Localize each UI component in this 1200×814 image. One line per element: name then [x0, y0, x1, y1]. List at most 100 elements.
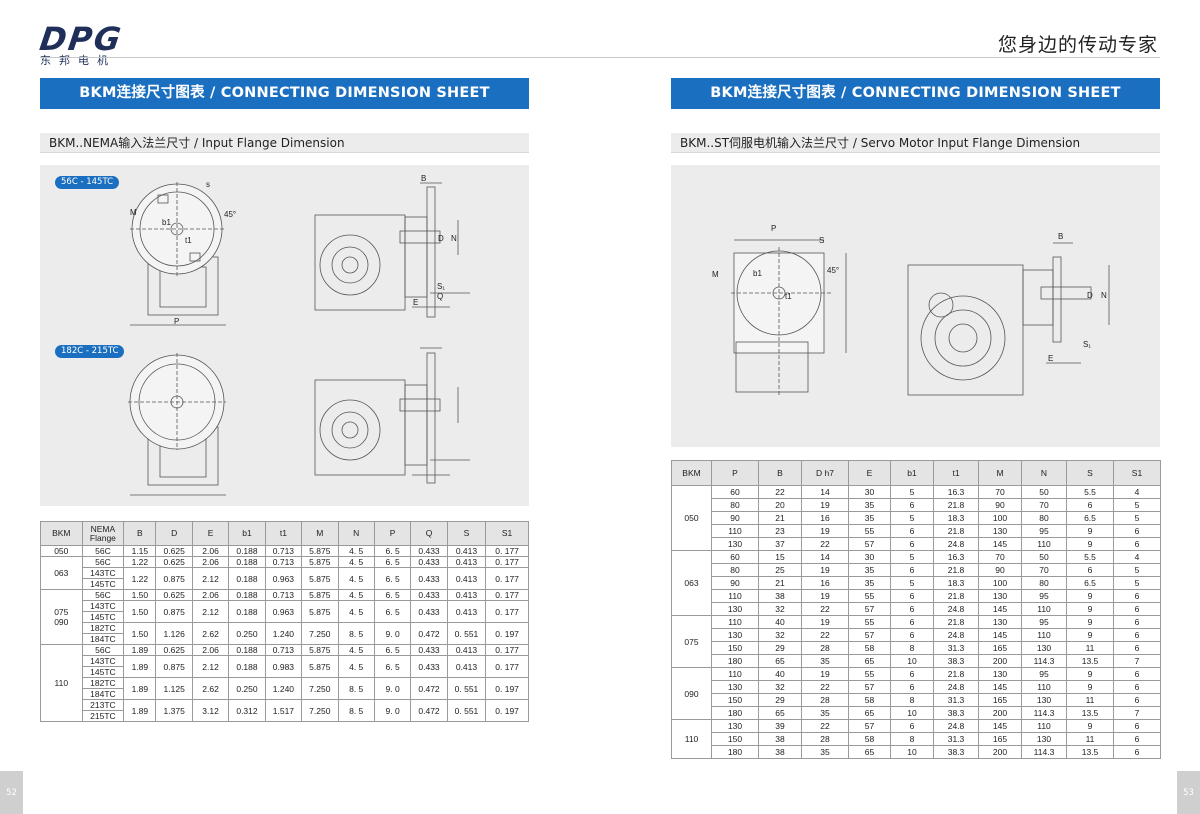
dimension-cell: 0.312 [228, 699, 266, 722]
dimension-cell: 0. 177 [485, 644, 529, 656]
dimension-cell: 24.8 [933, 680, 979, 694]
dimension-cell: 6 [890, 524, 934, 538]
label-e: E [413, 298, 418, 307]
dimension-cell: 10 [890, 654, 934, 668]
dimension-cell: 29 [758, 693, 802, 707]
dimension-cell: 0. 551 [446, 677, 487, 700]
dimension-cell: 130 [1021, 732, 1067, 746]
dimension-cell: 5 [890, 485, 934, 499]
page-number-right: 53 [1177, 771, 1200, 814]
dimension-cell: 0. 177 [485, 589, 529, 601]
dimension-cell: 110 [711, 589, 759, 603]
dimension-cell: 31.3 [933, 732, 979, 746]
dimension-cell: 6 [1113, 732, 1161, 746]
bkm-size-cell: 050 [40, 545, 83, 557]
drawing-tag-182c: 182C - 215TC [55, 345, 125, 358]
dimension-cell: 19 [801, 563, 849, 577]
dimension-cell: 24.8 [933, 628, 979, 642]
flange-cell: 184TC [81, 633, 125, 645]
right-banner: BKM连接尺寸图表 / CONNECTING DIMENSION SHEET [671, 78, 1160, 109]
dimension-cell: 50 [1021, 485, 1067, 499]
dimension-cell: 110 [1021, 602, 1067, 616]
label-s: s [206, 180, 210, 189]
header-rule [40, 57, 1160, 58]
flange-cell: 143TC [81, 567, 125, 579]
dimension-cell: 70 [1021, 498, 1067, 512]
flange-cell: 56C [81, 589, 125, 601]
dimension-cell: 130 [711, 602, 759, 616]
dimension-cell: 6 [1113, 680, 1161, 694]
dimension-cell: 9 [1066, 524, 1114, 538]
dimension-cell: 2.12 [191, 655, 230, 678]
dimension-cell: 130 [711, 680, 759, 694]
column-header: NEMA Flange [81, 521, 125, 546]
dimension-cell: 21.8 [933, 615, 979, 629]
dimension-cell: 4. 5 [337, 600, 375, 623]
dimension-cell: 7 [1113, 706, 1161, 720]
dimension-cell: 2.12 [191, 567, 230, 590]
dimension-cell: 13.5 [1066, 706, 1114, 720]
dimension-cell: 0.713 [264, 589, 303, 601]
dimension-cell: 14 [801, 485, 849, 499]
dimension-cell: 65 [758, 706, 802, 720]
dimension-cell: 21.8 [933, 667, 979, 681]
dimension-cell: 0.413 [446, 600, 487, 623]
bkm-size-cell: 050 [671, 485, 712, 551]
label-p: P [174, 317, 179, 326]
column-header: B [758, 460, 802, 486]
column-header: M [978, 460, 1022, 486]
label-e-r: E [1048, 354, 1053, 363]
dimension-cell: 110 [711, 524, 759, 538]
dimension-cell: 1.517 [264, 699, 303, 722]
dimension-cell: 55 [848, 524, 891, 538]
dimension-cell: 165 [978, 693, 1022, 707]
column-header: D h7 [801, 460, 849, 486]
dimension-cell: 35 [848, 563, 891, 577]
dimension-cell: 5.875 [301, 600, 339, 623]
dimension-cell: 0.713 [264, 545, 303, 557]
label-m-r: M [712, 270, 719, 279]
dimension-cell: 19 [801, 615, 849, 629]
dimension-cell: 1.240 [264, 677, 303, 700]
dimension-cell: 24.8 [933, 719, 979, 733]
dimension-cell: 0.188 [228, 556, 266, 568]
dimension-cell: 5.875 [301, 556, 339, 568]
dimension-cell: 145 [978, 628, 1022, 642]
dimension-cell: 130 [711, 537, 759, 551]
dimension-cell: 5.875 [301, 545, 339, 557]
dimension-cell: 130 [978, 524, 1022, 538]
column-header: D [155, 521, 193, 546]
dimension-cell: 8. 5 [337, 699, 375, 722]
column-header: P [711, 460, 759, 486]
dimension-cell: 65 [848, 745, 891, 759]
dimension-cell: 1.50 [123, 600, 157, 623]
dimension-cell: 4. 5 [337, 589, 375, 601]
servo-flange-drawing: P S M b1 t1 45° B D N S₁ E [671, 165, 1160, 447]
dimension-cell: 2.06 [191, 589, 230, 601]
flange-cell: 182TC [81, 677, 125, 689]
flange-cell: 182TC [81, 622, 125, 634]
label-b1: b1 [162, 218, 171, 227]
dimension-cell: 80 [1021, 511, 1067, 525]
dimension-cell: 3.12 [191, 699, 230, 722]
dimension-cell: 18.3 [933, 576, 979, 590]
dimension-cell: 9. 0 [373, 622, 412, 645]
dimension-cell: 4. 5 [337, 545, 375, 557]
dimension-cell: 0.250 [228, 677, 266, 700]
dimension-cell: 0. 177 [485, 545, 529, 557]
column-header: E [191, 521, 230, 546]
dimension-cell: 180 [711, 706, 759, 720]
dimension-cell: 130 [978, 589, 1022, 603]
dimension-cell: 90 [711, 511, 759, 525]
dimension-cell: 6 [890, 563, 934, 577]
nema-drawing-svg: M b1 t1 s 45° P B D N S₁ Q E [128, 174, 470, 496]
bkm-size-cell: 090 [671, 667, 712, 720]
dimension-cell: 100 [978, 576, 1022, 590]
